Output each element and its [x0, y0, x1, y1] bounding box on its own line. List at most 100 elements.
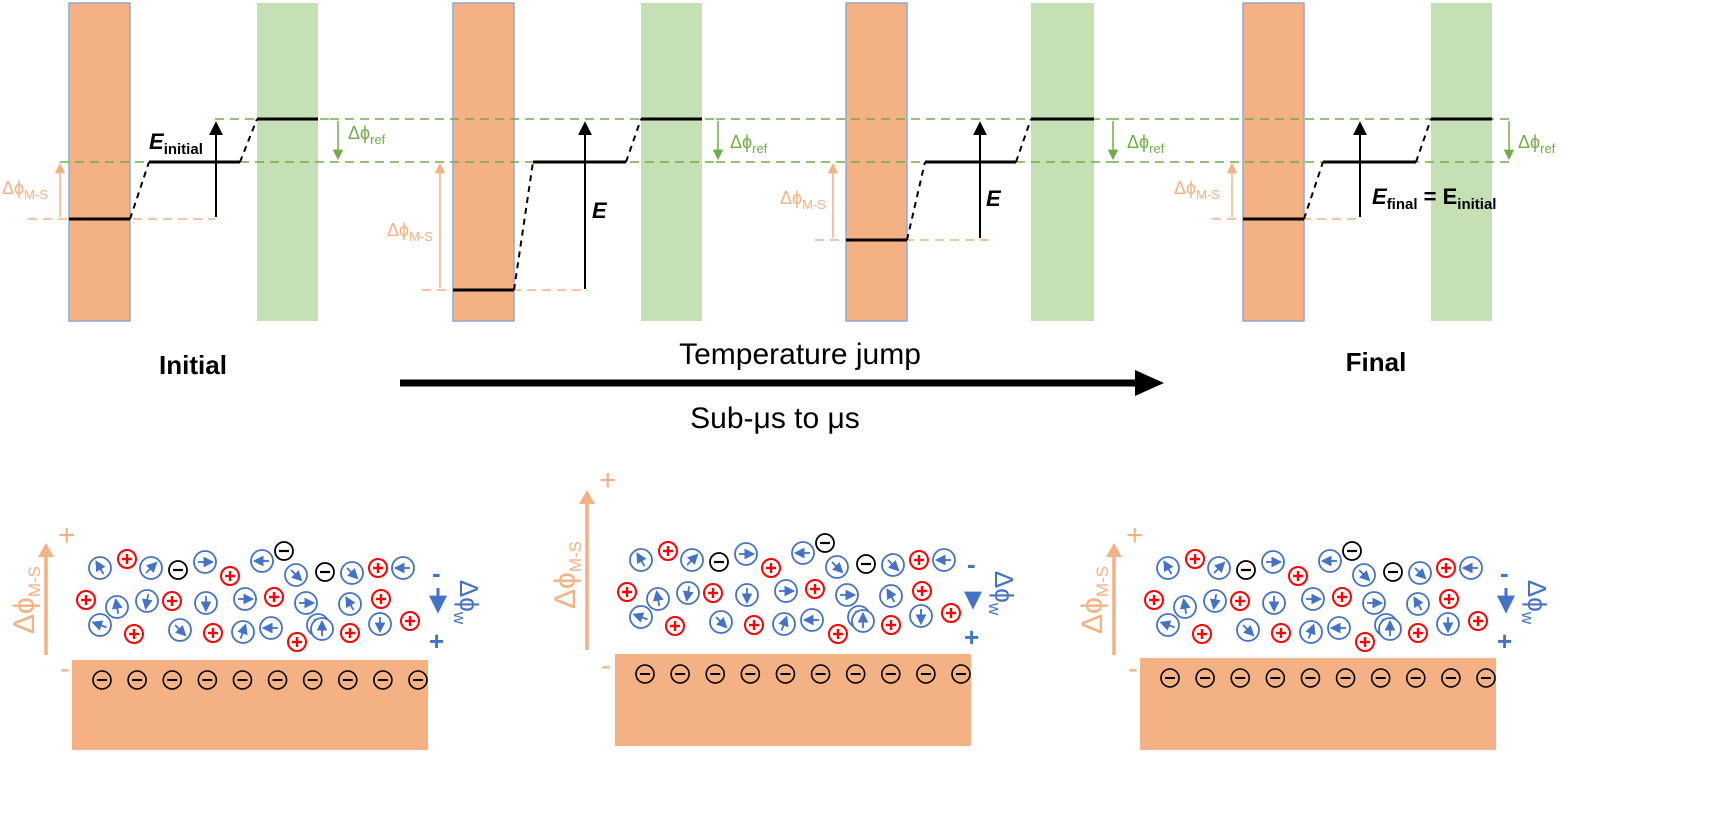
- water-dipole-icon: [680, 548, 704, 572]
- water-dipole-icon: [851, 609, 875, 633]
- water-dipole-icon: [676, 581, 700, 605]
- water-dipole-icon: [1301, 587, 1325, 611]
- water-dipole-icon: [338, 592, 362, 616]
- interface-dash: [1015, 118, 1032, 163]
- delta-ms-label: ΔϕM-S: [8, 566, 44, 634]
- cation-icon: [881, 615, 901, 635]
- electrode-charge-icon: [127, 670, 147, 690]
- anion-icon: [815, 533, 835, 553]
- water-dipole-icon: [1408, 561, 1432, 585]
- electrode-charge-icon: [373, 670, 393, 690]
- water-dipole-icon: [1156, 613, 1180, 637]
- water-dipole-icon: [734, 542, 758, 566]
- water-dipole-icon: [835, 583, 859, 607]
- cation-icon: [665, 616, 685, 636]
- plus-sign: +: [58, 519, 76, 552]
- cation-icon: [368, 558, 388, 578]
- delta-ref-label: Δϕref: [730, 132, 768, 156]
- delta-ms-label: ΔϕM-S: [780, 188, 826, 212]
- water-dipole-icon: [1362, 591, 1386, 615]
- electrode-charge-icon: [1160, 668, 1180, 688]
- energy-label: E: [592, 198, 608, 223]
- water-dipole-icon: [1262, 591, 1286, 615]
- interface-dash: [513, 161, 534, 291]
- water-dipole-icon: [284, 563, 308, 587]
- water-dipole-icon: [1406, 592, 1430, 616]
- minus-sign: -: [432, 558, 441, 588]
- anion-icon: [274, 541, 294, 561]
- delta-ms-arrowhead: [1106, 543, 1122, 557]
- electrode-charge-icon: [337, 670, 358, 690]
- cation-icon: [220, 566, 240, 586]
- electrode-charge-icon: [1335, 668, 1356, 688]
- cation-icon: [264, 587, 284, 607]
- cation-icon: [76, 590, 96, 610]
- electrode-charge-icon: [880, 664, 901, 684]
- minus-sign: -: [601, 649, 611, 682]
- energy-label: Einitial: [149, 129, 203, 158]
- cation-icon: [1436, 558, 1456, 578]
- electrode-charge-icon: [1195, 668, 1215, 688]
- water-dipole-icon: [135, 589, 159, 613]
- interface-dash: [1303, 161, 1324, 220]
- water-dipole-icon: [233, 587, 257, 611]
- cation-icon: [162, 591, 182, 611]
- cation-icon: [761, 558, 781, 578]
- water-dipole-icon: [879, 584, 903, 608]
- cation-icon: [703, 583, 723, 603]
- water-dipole-icon: [194, 591, 218, 615]
- energy-label: Efinal = Einitial: [1372, 184, 1496, 213]
- water-dipole-icon: [1459, 556, 1483, 580]
- stage-2: E Δϕref ΔϕM-S: [330, 2, 768, 322]
- electrode-charge-icon: [951, 664, 971, 684]
- minus-sign: -: [60, 652, 70, 685]
- water-dipole-icon: [1436, 612, 1460, 636]
- water-dipole-icon: [881, 553, 905, 577]
- cation-icon: [1144, 590, 1164, 610]
- delta-ms-label: ΔϕM-S: [1174, 178, 1220, 202]
- cation-icon: [124, 624, 144, 644]
- water-dipole-icon: [1236, 618, 1260, 642]
- anion-icon: [1383, 562, 1403, 582]
- water-dipole-icon: [391, 556, 415, 580]
- delta-ms-label: ΔϕM-S: [1076, 566, 1112, 634]
- water-dipole-icon: [1156, 556, 1180, 580]
- cation-icon: [1332, 587, 1352, 607]
- electrode-charge-icon: [267, 670, 288, 690]
- delta-ms-label: ΔϕM-S: [549, 541, 585, 609]
- water-dipole-icon: [193, 550, 217, 574]
- electrode-charge-icon: [302, 670, 323, 690]
- minus-sign: -: [1500, 558, 1509, 588]
- cation-icon: [400, 611, 420, 631]
- double-layer-panel: +-ΔϕM-S-+Δϕw: [549, 464, 1019, 746]
- delta-w-label: Δϕw: [450, 580, 484, 625]
- electrode-charge-icon: [635, 664, 655, 684]
- water-dipole-icon: [629, 548, 653, 572]
- cation-icon: [1439, 589, 1459, 609]
- water-dipole-icon: [259, 616, 283, 640]
- water-dipole-icon: [932, 548, 956, 572]
- water-dipole-icon: [825, 555, 849, 579]
- water-dipole-icon: [1261, 550, 1285, 574]
- delta-ms-arrowhead: [38, 543, 54, 557]
- electrode-charge-icon: [670, 664, 690, 684]
- water-dipole-icon: [368, 612, 392, 636]
- electrode-charge-icon: [810, 664, 831, 684]
- delta-ms-arrowhead: [579, 490, 595, 504]
- water-dipole-icon: [250, 549, 274, 573]
- metal-electrode: [72, 660, 428, 750]
- water-dipole-icon: [1203, 589, 1227, 613]
- water-dipole-icon: [629, 605, 653, 629]
- cation-icon: [371, 589, 391, 609]
- interface-dash: [906, 161, 926, 241]
- electrode-charge-icon: [740, 664, 761, 684]
- stage-3: E Δϕref ΔϕM-S: [716, 2, 1165, 322]
- cation-icon: [1355, 632, 1375, 652]
- cation-icon: [828, 624, 848, 644]
- delta-w-label: Δϕw: [985, 571, 1019, 616]
- water-dipole-icon: [88, 613, 112, 637]
- cation-icon: [1230, 591, 1250, 611]
- interface-dash: [239, 118, 258, 163]
- water-dipole-icon: [774, 579, 798, 603]
- water-dipole-icon: [310, 617, 334, 641]
